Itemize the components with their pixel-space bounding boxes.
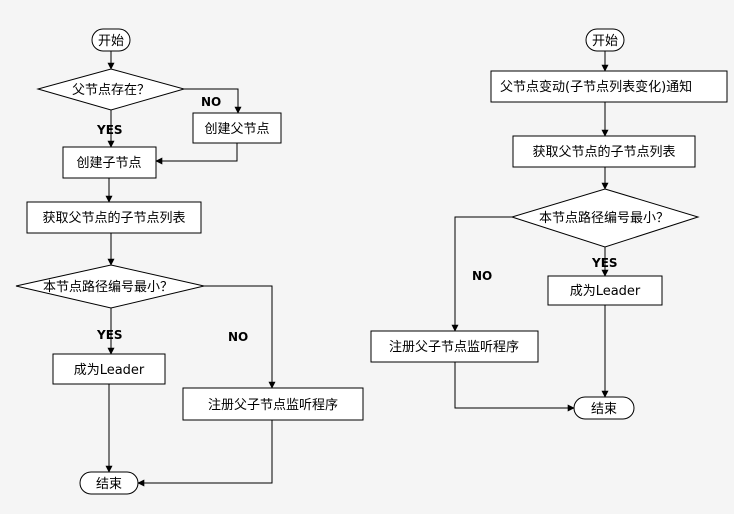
left-edge-no-to-register — [204, 285, 276, 389]
left-edge-no-to-create-parent — [184, 88, 242, 114]
right-get-children-node: 获取父节点的子节点列表 — [512, 135, 696, 168]
left-label-yes-smallest: YES — [96, 328, 123, 342]
right-start-label: 开始 — [592, 34, 618, 49]
right-register-watcher-label: 注册父子节点监听程序 — [389, 340, 519, 355]
right-is-smallest-label: 本节点路径编号最小？ — [539, 210, 669, 226]
right-edge-register-to-end — [454, 362, 575, 412]
right-start-node: 开始 — [585, 28, 625, 52]
left-is-smallest-label: 本节点路径编号最小？ — [43, 279, 173, 295]
right-end-node: 结束 — [573, 396, 635, 420]
left-flowchart: 开始 父节点存在？ 创建父节点 创建子节点 获取父节点的子节点列表 本节点路径编… — [15, 28, 364, 495]
right-get-children-label: 获取父节点的子节点列表 — [532, 144, 675, 160]
right-flowchart: 开始 父节点变动(子节点列表变化)通知 获取父节点的子节点列表 本节点路径编号最… — [370, 28, 728, 420]
right-end-label: 结束 — [591, 402, 617, 417]
left-get-children-label: 获取父节点的子节点列表 — [42, 210, 185, 226]
left-start-node: 开始 — [91, 28, 131, 52]
left-is-smallest-decision: 本节点路径编号最小？ — [15, 264, 205, 309]
left-register-watcher-label: 注册父子节点监听程序 — [208, 398, 338, 413]
left-label-no-parent: NO — [201, 95, 221, 109]
left-get-children-node: 获取父节点的子节点列表 — [26, 201, 202, 234]
left-end-label: 结束 — [96, 477, 122, 492]
left-parent-exists-decision: 父节点存在？ — [36, 68, 186, 111]
right-edge-no-to-register — [451, 216, 512, 332]
left-create-child-node: 创建子节点 — [62, 146, 157, 179]
right-become-leader-node: 成为Leader — [547, 275, 663, 306]
left-end-node: 结束 — [79, 471, 139, 495]
right-label-yes: YES — [591, 256, 618, 270]
left-start-label: 开始 — [98, 34, 124, 49]
left-create-child-label: 创建子节点 — [76, 156, 141, 171]
right-become-leader-label: 成为Leader — [570, 284, 641, 299]
left-parent-exists-label: 父节点存在？ — [72, 83, 150, 98]
right-notify-label: 父节点变动(子节点列表变化)通知 — [500, 79, 692, 95]
left-edge-register-to-end — [137, 420, 273, 487]
right-register-watcher-node: 注册父子节点监听程序 — [370, 330, 539, 363]
right-notify-node: 父节点变动(子节点列表变化)通知 — [490, 70, 728, 103]
left-label-yes-parent: YES — [96, 123, 123, 137]
right-label-no: NO — [472, 269, 492, 283]
left-register-watcher-node: 注册父子节点监听程序 — [182, 387, 364, 421]
left-edge-create-parent-to-create-child — [155, 143, 238, 165]
left-become-leader-node: 成为Leader — [52, 353, 166, 385]
left-become-leader-label: 成为Leader — [74, 363, 145, 378]
left-label-no-smallest: NO — [228, 330, 248, 344]
left-create-parent-label: 创建父节点 — [204, 122, 269, 137]
right-is-smallest-decision: 本节点路径编号最小？ — [510, 188, 700, 248]
left-create-parent-node: 创建父节点 — [192, 112, 282, 144]
